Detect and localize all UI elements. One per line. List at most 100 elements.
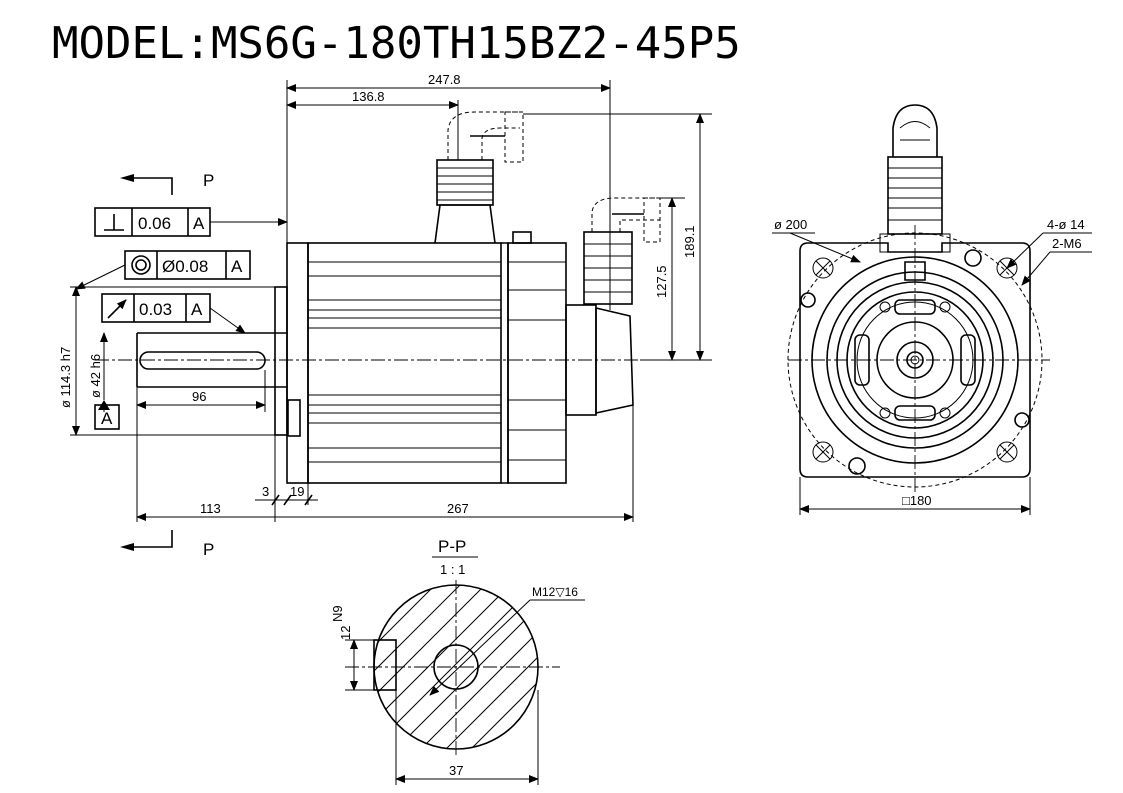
encoder-connector-elbow — [591, 197, 660, 232]
section-keyway — [373, 639, 397, 691]
power-connector-base — [434, 204, 496, 244]
power-connector-plug — [504, 111, 524, 163]
dim-key-height: 12 — [338, 626, 353, 640]
dim-shaft-diameter: ø 42 h6 — [88, 354, 103, 398]
shaft-keyway — [139, 351, 266, 370]
concentricity-value: Ø0.08 — [162, 257, 208, 276]
motor-body — [307, 242, 502, 484]
front-ring-2 — [826, 271, 1004, 449]
front-slots — [854, 299, 976, 421]
mount-hole — [812, 441, 834, 463]
leader-mount-holes — [1006, 232, 1044, 269]
front-ring-1 — [811, 256, 1019, 464]
dim-key-tolerance: N9 — [330, 605, 345, 622]
section-arrow-top — [128, 177, 173, 195]
dim-tapped-holes: 2-M6 — [1052, 236, 1082, 251]
front-ring-4 — [846, 291, 984, 429]
body-lip — [501, 242, 509, 484]
front-slot — [894, 299, 936, 315]
dim-connector-offset: 136.8 — [352, 89, 385, 104]
front-connector-body — [887, 156, 943, 235]
section-arrow-bottom — [128, 530, 173, 548]
section-arrowhead-top — [120, 174, 134, 182]
section-name: P-P — [438, 537, 466, 556]
dim-flange-square: □180 — [902, 493, 932, 508]
rear-housing — [507, 242, 567, 484]
datum-frame — [94, 404, 120, 430]
power-connector — [434, 111, 524, 244]
dim-shaft-length: 113 — [200, 501, 221, 516]
front-view: ø 200 4-ø 14 2-M6 □180 — [772, 104, 1092, 515]
side-view — [95, 111, 661, 484]
flange-clip — [287, 399, 301, 437]
runout-datum: A — [191, 300, 203, 319]
flange-boss — [800, 292, 816, 308]
dim-bolt-circle: ø 200 — [774, 217, 807, 232]
mounting-flange — [286, 242, 309, 484]
model-title: MODEL:MS6G-180TH15BZ2-45P5 — [52, 18, 741, 69]
terminal-bump — [512, 231, 532, 244]
perpendicularity-datum: A — [193, 214, 205, 233]
dim-flange-thickness: 3 — [262, 484, 269, 499]
concentricity-icon-inner — [135, 259, 147, 271]
front-small-holes — [879, 301, 951, 419]
power-connector-rings — [437, 167, 493, 201]
flange-dim-ticks — [271, 494, 313, 506]
mount-hole — [996, 257, 1018, 279]
encoder-cap — [595, 306, 634, 414]
encoder-connector-plug — [643, 197, 661, 243]
front-ring-5 — [856, 301, 974, 419]
mount-hole — [812, 257, 834, 279]
rear-housing-lines — [508, 261, 566, 461]
power-connector-body — [436, 159, 494, 206]
shaft-thread-hole — [906, 351, 924, 369]
section-hatching — [374, 585, 538, 749]
front-small-hole — [879, 407, 891, 419]
shaft-center-dot — [910, 355, 920, 365]
front-connector-rings — [888, 167, 942, 221]
power-connector-elbow — [447, 111, 520, 160]
dim-overall-length: 247.8 — [428, 72, 461, 87]
front-ring-6 — [876, 321, 954, 399]
shaft-outline — [136, 332, 287, 388]
encoder-connector — [583, 197, 661, 305]
front-slot — [894, 405, 936, 421]
body-fins — [308, 261, 501, 463]
front-slot — [854, 334, 870, 386]
front-small-hole — [939, 301, 951, 313]
concentricity-icon-outer — [131, 255, 151, 275]
dim-key-length: 96 — [192, 389, 206, 404]
front-key-block — [904, 261, 926, 281]
tapped-hole — [848, 457, 866, 475]
front-connector — [887, 104, 943, 235]
leader-bolt-circle — [789, 232, 861, 263]
front-flange — [799, 242, 1031, 478]
dim-connector-height: 127.5 — [654, 265, 669, 298]
dim-shaft-thread: M12▽16 — [532, 585, 578, 599]
runout-leader — [209, 307, 246, 334]
dim-total-height: 189.1 — [682, 225, 697, 258]
section-arrowhead-bottom — [120, 543, 134, 551]
side-dimensions: 247.8 136.8 189.1 127.5 ø 114.3 h7 ø 42 … — [58, 72, 712, 559]
runout-icon — [107, 299, 127, 319]
section-marker-top: P — [203, 171, 214, 190]
pilot-boss — [274, 286, 288, 436]
tapped-hole — [964, 249, 982, 267]
dim-section-width: 37 — [449, 763, 463, 778]
dim-mount-holes: 4-ø 14 — [1047, 217, 1085, 232]
front-small-hole — [939, 407, 951, 419]
section-marker-bottom: P — [203, 540, 214, 559]
perpendicularity-value: 0.06 — [138, 214, 171, 233]
flange-boss — [1014, 412, 1030, 428]
dim-flange-offset: 19 — [290, 484, 304, 499]
concentricity-leader — [75, 264, 126, 290]
front-small-hole — [879, 301, 891, 313]
front-ring-3 — [836, 281, 994, 439]
front-slot — [960, 334, 976, 386]
datum-label: A — [101, 409, 113, 428]
dim-body-length: 267 — [447, 501, 469, 516]
concentricity-datum: A — [231, 257, 243, 276]
shaft-face — [896, 341, 934, 379]
leader-tapped-holes — [1021, 251, 1051, 286]
